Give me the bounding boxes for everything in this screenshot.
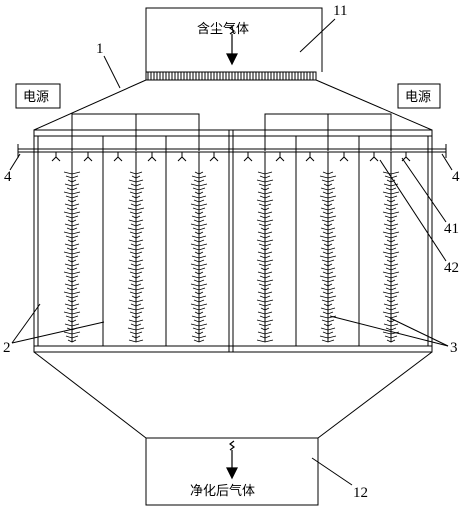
power-box-left (15, 83, 61, 109)
ref-4-left: 4 (4, 169, 12, 185)
ref-42: 42 (444, 260, 459, 276)
inlet-distribution-grid (145, 71, 317, 81)
ref-12-leader (311, 457, 353, 486)
electrode-spikes (190, 171, 208, 343)
ref-2: 2 (3, 340, 11, 356)
lower-hopper (33, 351, 433, 439)
spray-nozzle (275, 152, 285, 162)
ref-12: 12 (353, 485, 368, 501)
ref-3-leader-b (389, 317, 449, 347)
power-label-left: 电源 (23, 90, 49, 105)
ref-1: 1 (96, 41, 104, 57)
spray-nozzle (209, 152, 219, 162)
power-box-right (397, 83, 441, 109)
electrode-spikes (256, 171, 274, 343)
spray-nozzle (51, 152, 61, 162)
discharge-electrode (319, 152, 337, 343)
discharge-electrode (190, 152, 208, 343)
upper-hood (33, 79, 433, 131)
outlet-duct (145, 437, 319, 506)
discharge-electrode (382, 152, 400, 343)
spray-pipe (17, 144, 447, 158)
electrode-spikes (319, 171, 337, 343)
discharge-electrode (256, 152, 274, 343)
ref-2-leader-b (11, 321, 105, 344)
ref-4-left-leader (9, 153, 21, 171)
inlet-flow-arrow (226, 24, 238, 66)
ref-2-leader-a (11, 303, 41, 344)
discharge-electrodes (63, 152, 400, 343)
outlet-flow-arrow (226, 440, 238, 480)
spray-nozzle (369, 152, 379, 162)
power-label-right: 电源 (405, 90, 431, 105)
spray-nozzle (83, 152, 93, 162)
ref-41: 41 (444, 221, 459, 237)
ref-41-leader (401, 157, 447, 223)
power-bus-right (264, 113, 392, 151)
inlet-duct (145, 7, 323, 72)
ref-4-right: 4 (452, 169, 460, 185)
ref-11: 11 (333, 3, 347, 19)
outlet-label: 净化后气体 (190, 483, 255, 499)
spray-nozzle (113, 152, 123, 162)
power-bus-left (71, 113, 200, 151)
spray-nozzle (177, 152, 187, 162)
collection-plates (37, 130, 429, 352)
spray-nozzle (305, 152, 315, 162)
electrode-spikes (63, 171, 81, 343)
discharge-electrode (63, 152, 81, 343)
ref-3: 3 (450, 340, 458, 356)
spray-nozzle (147, 152, 157, 162)
ref-11-leader (299, 18, 336, 53)
electrode-spikes (127, 171, 145, 343)
ref-4-right-leader (441, 153, 453, 171)
ref-1-leader (103, 55, 121, 89)
electrode-spikes (382, 171, 400, 343)
inlet-label: 含尘气体 (197, 21, 249, 37)
spray-nozzle (243, 152, 253, 162)
discharge-electrode (127, 152, 145, 343)
spray-nozzles (51, 152, 411, 162)
spray-nozzle (339, 152, 349, 162)
ref-3-leader-a (329, 315, 449, 347)
ref-42-leader (379, 159, 447, 262)
